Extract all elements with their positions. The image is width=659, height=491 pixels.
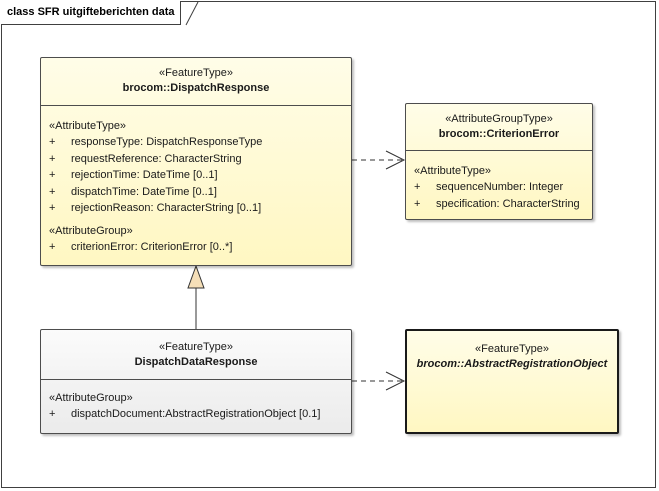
visibility-marker: + (49, 408, 56, 420)
class-abstract-registration-object[interactable]: «FeatureType» brocom::AbstractRegistrati… (405, 329, 619, 434)
attribute-row[interactable]: + specification: CharacterString (412, 196, 586, 213)
diagram-title: class SFR uitgifteberichten data (1, 1, 182, 25)
class-name: DispatchDataResponse (134, 356, 258, 368)
attribute-text: rejectionTime: DateTime [0..1] (71, 169, 218, 181)
attribute-row[interactable]: + requestReference: CharacterString (47, 151, 345, 168)
attribute-text: dispatchTime: DateTime [0..1] (71, 185, 217, 198)
visibility-marker: + (49, 185, 56, 198)
attribute-row[interactable]: + responseType: DispatchResponseType (47, 134, 345, 151)
attribute-text: specification: CharacterString (436, 197, 580, 210)
visibility-marker: + (414, 181, 421, 193)
attribute-text: dispatchDocument:AbstractRegistrationObj… (71, 408, 321, 420)
class-name: brocom::AbstractRegistrationObject (416, 358, 608, 370)
attribute-row[interactable]: + dispatchTime: DateTime [0..1] (47, 184, 345, 201)
class-header: «FeatureType» brocom::AbstractRegistrati… (407, 331, 617, 372)
attribute-stereotype: «AttributeType» (414, 165, 492, 177)
class-criterion-error[interactable]: «AttributeGroupType» brocom::CriterionEr… (405, 103, 593, 220)
class-header: «FeatureType» DispatchDataResponse (41, 330, 351, 380)
class-stereotype: «AttributeGroupType» (445, 113, 553, 125)
class-stereotype: «FeatureType» (159, 67, 233, 79)
attribute-text: requestReference: CharacterString (71, 152, 242, 165)
visibility-marker: + (49, 202, 56, 214)
attribute-text: criterionError: CriterionError [0..*] (71, 240, 233, 253)
attribute-row[interactable]: + rejectionTime: DateTime [0..1] (47, 167, 345, 184)
generalization-dispatchdataresponse-to-dispatchresponse[interactable] (187, 264, 205, 329)
class-stereotype: «FeatureType» (159, 341, 233, 353)
attribute-stereotype: «AttributeType» (49, 120, 127, 132)
class-name: brocom::DispatchResponse (122, 82, 270, 94)
attribute-text: rejectionReason: CharacterString [0..1] (71, 202, 262, 214)
visibility-marker: + (49, 136, 56, 148)
attribute-compartment: «AttributeType» + sequenceNumber: Intege… (406, 151, 592, 212)
attribute-compartment: «AttributeType» + responseType: Dispatch… (41, 106, 351, 255)
class-header: «AttributeGroupType» brocom::CriterionEr… (406, 104, 592, 151)
visibility-marker: + (49, 152, 56, 165)
visibility-marker: + (49, 169, 56, 181)
visibility-marker: + (49, 240, 56, 253)
class-stereotype: «FeatureType» (475, 343, 549, 355)
attribute-group-stereotype: «AttributeGroup» (49, 224, 133, 237)
attribute-group-stereotype: «AttributeGroup» (49, 392, 133, 404)
dependency-dispatchdataresponse-to-abstractregistrationobject[interactable] (352, 371, 406, 391)
class-header: «FeatureType» brocom::DispatchResponse (41, 58, 351, 106)
class-dispatch-response[interactable]: «FeatureType» brocom::DispatchResponse «… (40, 57, 352, 266)
attribute-row[interactable]: + sequenceNumber: Integer (412, 179, 586, 196)
attribute-compartment: «AttributeGroup» + dispatchDocument:Abst… (41, 380, 351, 423)
class-dispatch-data-response[interactable]: «FeatureType» DispatchDataResponse «Attr… (40, 329, 352, 434)
attribute-text: responseType: DispatchResponseType (71, 136, 263, 148)
class-name: brocom::CriterionError (438, 128, 560, 140)
attribute-row[interactable]: + criterionError: CriterionError [0..*] (47, 239, 345, 256)
attribute-row[interactable]: + rejectionReason: CharacterString [0..1… (47, 200, 345, 217)
attribute-text: sequenceNumber: Integer (436, 181, 564, 193)
attribute-row[interactable]: + dispatchDocument:AbstractRegistrationO… (47, 406, 345, 423)
visibility-marker: + (414, 197, 421, 210)
dependency-dispatchresponse-to-criterionerror[interactable] (352, 150, 406, 170)
